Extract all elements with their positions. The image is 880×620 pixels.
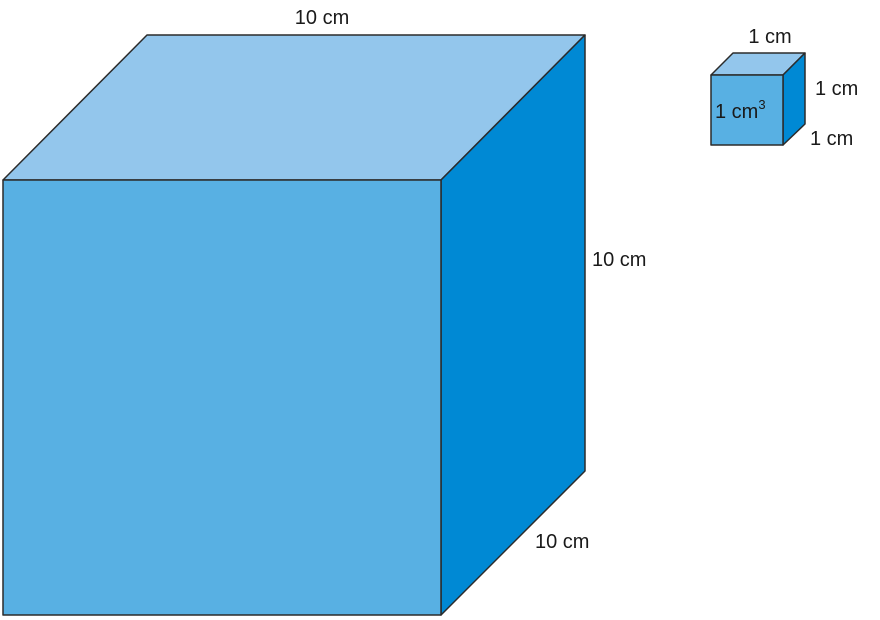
small-cube-volume-exponent: 3 <box>758 97 765 112</box>
small-cube <box>710 52 806 146</box>
small-cube-right-edge-label: 1 cm <box>815 78 858 100</box>
small-cube-volume-label: 1 cm3 <box>715 97 766 123</box>
large-cube-depth-edge-label: 10 cm <box>535 531 589 553</box>
small-cube-front-face <box>710 74 784 146</box>
large-cube-front-face <box>2 179 442 616</box>
large-cube-right-edge-label: 10 cm <box>592 249 646 271</box>
small-cube-volume-text: 1 cm <box>715 101 758 123</box>
small-cube-top-edge-label: 1 cm <box>748 26 791 48</box>
large-cube-top-edge-label: 10 cm <box>295 7 349 29</box>
small-cube-depth-edge-label: 1 cm <box>810 128 853 150</box>
large-cube <box>2 34 586 616</box>
